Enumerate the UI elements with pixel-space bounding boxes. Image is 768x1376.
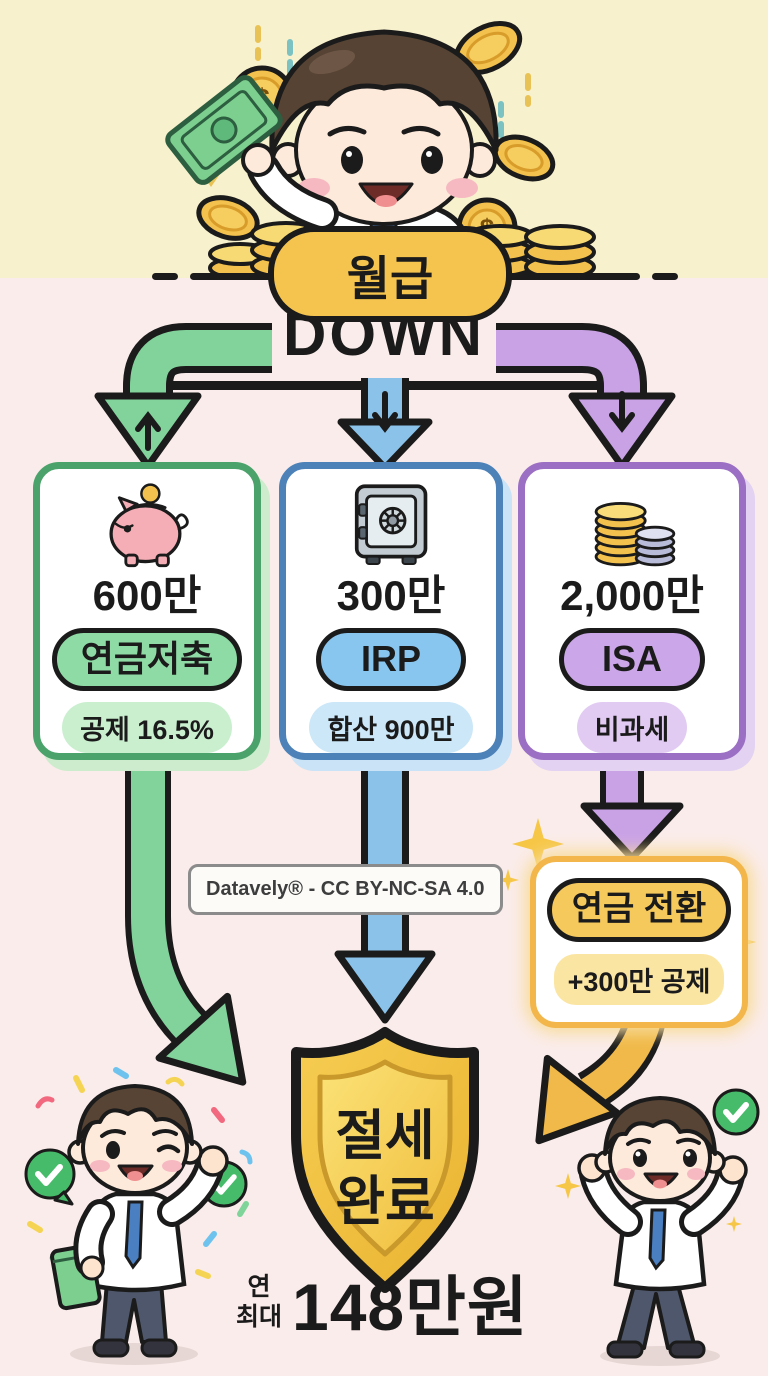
tax-saving-shield: 절세 완료 — [291, 1027, 479, 1293]
result-qualifier-line2: 최대 — [236, 1303, 283, 1331]
blue-merge-arrow — [334, 758, 436, 1024]
watermark: Datavely® - CC BY-NC-SA 4.0 — [188, 864, 503, 915]
irp-limit: 300만 — [336, 572, 446, 620]
card-pension-savings: 600만 연금저축 공제 16.5% — [33, 462, 261, 760]
isa-name-pill: ISA — [558, 628, 705, 691]
down-arrow-glyph — [609, 391, 635, 433]
conversion-title-pill: 연금 전환 — [546, 878, 732, 942]
irp-note-pill: 합산 900만 — [309, 702, 473, 753]
card-isa: 2,000만 ISA 비과세 — [518, 462, 746, 760]
branch-arrows — [94, 323, 676, 470]
result-qualifier-line1: 연 — [247, 1273, 271, 1301]
green-branch-arrow — [94, 323, 272, 470]
safe-icon — [354, 484, 428, 566]
purple-merge-arrow — [580, 758, 684, 862]
result-amount-block: 연 최대 148만원 — [236, 1270, 529, 1345]
up-arrow-glyph — [135, 411, 161, 451]
celebrating-man-right — [555, 1088, 760, 1366]
pension-name-pill: 연금저축 — [51, 628, 243, 691]
merge-arrows — [125, 758, 756, 1145]
salary-badge-label: 월급 — [346, 251, 434, 305]
purple-branch-arrow — [496, 323, 676, 470]
shield-text-line2: 완료 — [335, 1172, 434, 1232]
conversion-note-pill: +300만 공제 — [553, 953, 725, 1005]
check-badge-icon — [712, 1088, 760, 1136]
confetti — [27, 1067, 253, 1279]
card-irp: 300만 IRP 합산 900만 — [279, 462, 503, 760]
sparkle-icon — [555, 1173, 742, 1232]
result-amount: 148만원 — [292, 1270, 529, 1345]
celebrating-man-left — [24, 1067, 253, 1365]
table-line-dash — [652, 273, 678, 280]
blue-branch-arrow — [337, 378, 433, 470]
pension-conversion-box: 연금 전환 +300만 공제 — [530, 856, 748, 1028]
pension-note-pill: 공제 16.5% — [62, 702, 232, 753]
result-qualifier: 연 최대 — [236, 1272, 282, 1339]
isa-limit: 2,000만 — [560, 572, 704, 620]
check-bubble-icon — [24, 1148, 76, 1206]
isa-note-pill: 비과세 — [576, 702, 688, 753]
salary-badge: 월급 — [268, 226, 512, 322]
table-line-dash — [152, 273, 178, 280]
irp-name-pill: IRP — [315, 628, 466, 691]
down-arrow-glyph — [372, 391, 398, 433]
shield-text-line1: 절세 — [335, 1106, 434, 1166]
pension-limit: 600만 — [92, 572, 202, 620]
green-merge-arrow — [125, 758, 247, 1086]
coin-stacks-icon — [594, 502, 676, 567]
piggy-bank-icon — [109, 483, 189, 568]
